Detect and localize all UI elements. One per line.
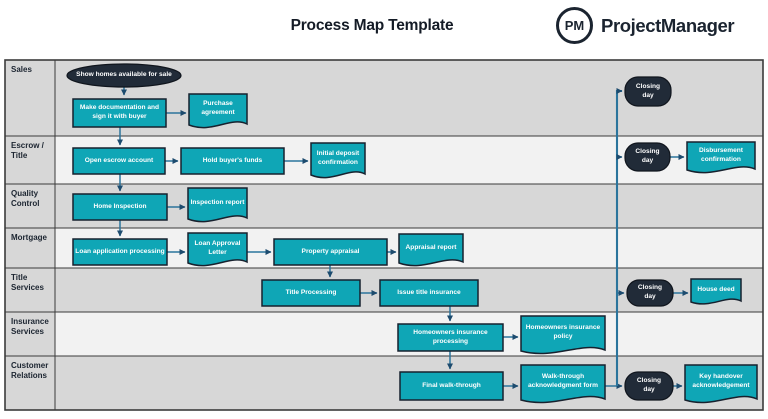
logo-wordmark: ProjectManager	[601, 14, 735, 36]
node-label: Inspection report	[190, 199, 245, 207]
lane-label-sales: Sales	[11, 65, 32, 74]
node-homeowners-policy: Homeowners insurance policy	[520, 315, 606, 355]
node-purchase-agreement: Purchase agreement	[188, 93, 248, 129]
node-label: Walk-through acknowledgment form	[528, 373, 598, 389]
pm-monogram-icon: PM	[556, 7, 593, 44]
lane-grid	[4, 59, 764, 411]
lane-quality-control	[55, 184, 763, 228]
node-closing-day-customer: Closing day	[624, 371, 674, 401]
node-final-walkthrough: Final walk-through	[399, 371, 504, 401]
lane-label-insurance-services: Insurance Services	[11, 317, 49, 336]
node-label: Appraisal report	[405, 244, 457, 252]
node-closing-day-sales: Closing day	[624, 76, 672, 107]
lane-labels: Sales Escrow / Title Quality Control Mor…	[11, 65, 49, 380]
lane-label-escrow-title: Escrow / Title	[11, 141, 44, 160]
node-homeowners-processing: Homeowners insurance processing	[397, 323, 504, 352]
node-label: Open escrow account	[84, 156, 154, 164]
node-property-appraisal: Property appraisal	[273, 238, 388, 266]
node-label: Show homes available for sale	[76, 71, 172, 79]
node-label: Key handover acknowledgement	[692, 373, 750, 389]
node-label: Initial deposit confirmation	[316, 150, 360, 166]
node-label: Home Inspection	[93, 202, 147, 210]
node-disbursement-confirmation: Disbursement confirmation	[686, 141, 756, 174]
node-label: Title Processing	[285, 288, 337, 296]
node-label: Issue title insurance	[397, 288, 461, 296]
node-closing-day-title: Closing day	[626, 279, 674, 307]
lane-label-column	[5, 60, 55, 410]
node-label: Disbursement confirmation	[699, 146, 743, 163]
node-open-escrow: Open escrow account	[72, 147, 166, 175]
node-show-homes: Show homes available for sale	[66, 63, 182, 88]
node-label: Loan application processing	[75, 247, 165, 255]
node-issue-title-insurance: Issue title insurance	[379, 279, 479, 307]
node-loan-approval: Loan Approval Letter	[187, 232, 248, 267]
node-make-documentation: Make documentation and sign it with buye…	[72, 98, 167, 128]
lane-label-quality-control: Quality Control	[11, 189, 40, 208]
node-label: Homeowners insurance processing	[413, 328, 488, 345]
node-key-handover: Key handover acknowledgement	[684, 364, 758, 404]
closing-day-trunk-line	[615, 88, 623, 386]
node-initial-deposit: Initial deposit confirmation	[310, 142, 366, 179]
node-label: Make documentation and sign it with buye…	[79, 104, 160, 120]
lane-label-customer-relations: Customer Relations	[11, 361, 49, 380]
node-hold-funds: Hold buyer's funds	[180, 147, 285, 175]
node-label: Loan Approval Letter	[194, 239, 241, 256]
node-closing-day-escrow: Closing day	[624, 142, 671, 172]
node-inspection-report: Inspection report	[187, 187, 248, 223]
node-label: Closing day	[635, 82, 661, 99]
node-appraisal-report: Appraisal report	[398, 233, 464, 267]
connectors	[117, 87, 689, 389]
node-label: Closing day	[636, 377, 662, 393]
node-label: Final walk-through	[422, 381, 481, 389]
node-title-processing: Title Processing	[261, 279, 361, 307]
lane-label-title-services: Title Services	[11, 273, 44, 292]
node-walkthrough-form: Walk-through acknowledgment form	[520, 364, 606, 404]
node-label: Purchase agreement	[201, 100, 235, 116]
lane-label-mortgage: Mortgage	[11, 233, 47, 242]
projectmanager-logo: PM ProjectManager	[556, 7, 735, 44]
node-home-inspection: Home Inspection	[72, 193, 168, 221]
node-label: Closing day	[637, 284, 663, 300]
node-label: Property appraisal	[301, 247, 360, 255]
node-label: Closing day	[635, 148, 660, 164]
page-title: Process Map Template	[290, 17, 454, 34]
node-label: House deed	[697, 285, 735, 293]
node-label: Homeowners insurance policy	[525, 324, 601, 340]
node-label: Hold buyer's funds	[202, 156, 263, 164]
node-house-deed: House deed	[690, 278, 742, 305]
node-loan-application: Loan application processing	[72, 238, 168, 266]
